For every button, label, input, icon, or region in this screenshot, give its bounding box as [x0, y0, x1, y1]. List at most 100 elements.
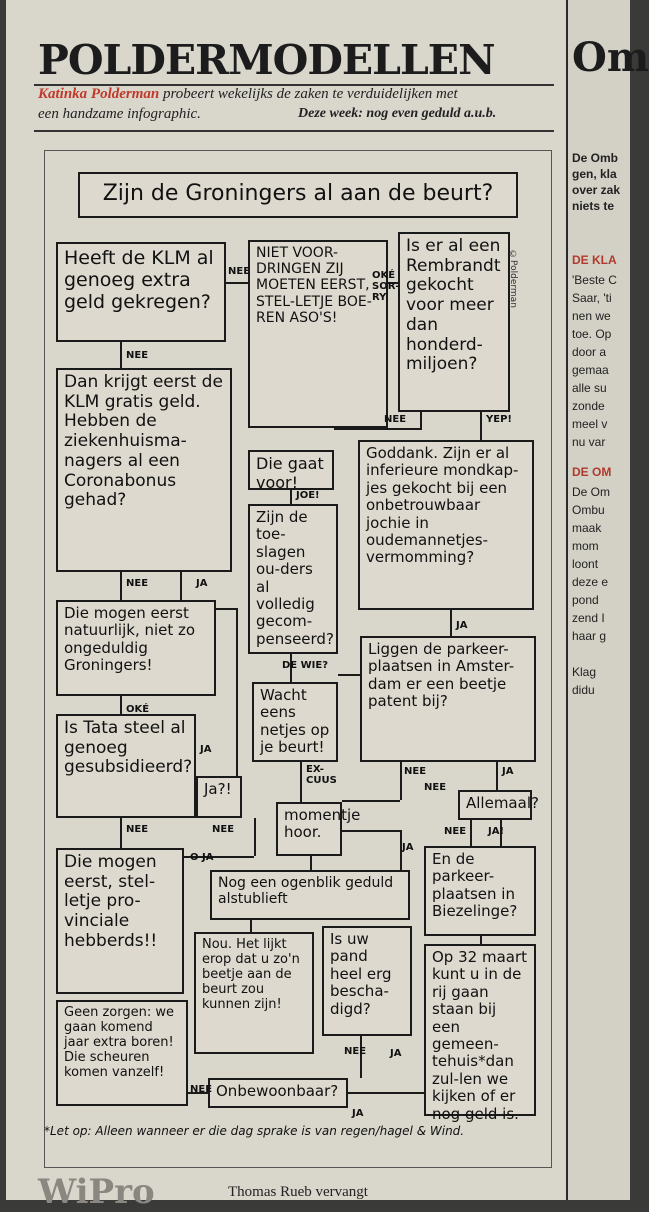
line-onbewoonbaar-nee: [188, 1092, 208, 1094]
label-ja-4: JA: [502, 766, 514, 777]
arrow-parkeer-ja: [496, 762, 498, 790]
line-ja-biezelinge: [400, 830, 402, 870]
arrow-klm-to-gratis: [120, 342, 122, 368]
flowchart-title: Zijn de Groningers al aan de beurt?: [78, 172, 518, 218]
label-nee-2: NEE: [126, 350, 149, 361]
footnote: *Let op: Alleen wanneer er die dag sprak…: [44, 1124, 465, 1138]
label-nee-1: NEE: [228, 266, 251, 277]
label-ja-6: JA: [390, 1048, 402, 1059]
label-ja-7: JA: [352, 1108, 364, 1119]
label-de-wie: DE WIE?: [282, 660, 328, 671]
line-to-diemogen: [216, 608, 236, 610]
label-ja-excl: JA!: [488, 826, 505, 837]
header-rule: [34, 84, 554, 86]
box-parkeer-amsterdam: Liggen de parkeer-plaatsen in Amster-dam…: [360, 636, 536, 762]
line-vertical-ja: [236, 608, 238, 776]
box-klm-money: Heeft de KLM al genoeg extra geld gekreg…: [56, 242, 226, 342]
box-geen-zorgen: Geen zorgen: we gaan komend jaar extra b…: [56, 1000, 188, 1106]
bottom-logo: WiPro: [38, 1172, 155, 1212]
label-nee-6: NEE: [424, 782, 447, 793]
label-o-ja: O JA: [190, 852, 214, 863]
tagline-text: probeert wekelijks de zaken te verduidel…: [163, 86, 458, 102]
arrow-klm-to-niet: [226, 282, 248, 284]
arrow-allemaal-nee: [470, 820, 472, 846]
arrow-allemaal-ja: [500, 820, 502, 846]
adjacent-text-line: mom: [572, 539, 599, 553]
adjacent-text-line: alle su: [572, 381, 607, 395]
box-toeslagen: Zijn de toe-slagen ou-ders al volledig g…: [248, 504, 338, 654]
artist-credit: ©Polderman: [508, 250, 518, 308]
label-nee-10: NEE: [344, 1046, 367, 1057]
box-wacht-eens: Wacht eens netjes op je beurt!: [252, 682, 338, 762]
label-nee-7: NEE: [126, 824, 149, 835]
label-nee-5: NEE: [404, 766, 427, 777]
adjacent-text-line: gemaa: [572, 363, 609, 377]
arrow-parkeer-nee: [400, 762, 402, 800]
label-nee-11: NEE: [190, 1084, 213, 1095]
column-tagline: Katinka Polderman probeert wekelijks de …: [38, 86, 458, 103]
arrow-momentje-ogenblik: [310, 856, 312, 870]
adjacent-text-line: Saar, 'ti: [572, 291, 612, 305]
box-die-mogen-eerst-2: Die mogen eerst, stel-letje pro-vinciale…: [56, 848, 184, 994]
label-ja-3: JA: [200, 744, 212, 755]
arrow-gratis-ja: [180, 572, 182, 600]
adjacent-text-line: De Om: [572, 485, 611, 499]
box-klm-gratis: Dan krijgt eerst de KLM gratis geld. Heb…: [56, 368, 232, 572]
adjacent-text-line: nen we: [572, 309, 611, 323]
label-ja-2: JA: [456, 620, 468, 631]
arrow-goddank-ja: [450, 610, 452, 636]
adjacent-section-1: DE KLA: [572, 253, 617, 267]
box-tata-steel: Is Tata steel al genoeg gesubsidieerd?: [56, 714, 196, 818]
adjacent-section-2: DE OM: [572, 465, 612, 479]
arrow-diegaat-joe: [290, 490, 292, 504]
label-ja-1: JA: [196, 578, 208, 589]
box-momentje: momentje hoor.: [276, 802, 360, 856]
adjacent-text-line: door a: [572, 345, 607, 359]
box-32-maart: Op 32 maart kunt u in de rij gaan staan …: [424, 944, 536, 1122]
arrow-diemogen-oke: [120, 696, 122, 714]
this-week-label: Deze week: nog even geduld a.u.b.: [298, 106, 497, 121]
box-pand: Is uw pand heel erg bescha-digd?: [322, 926, 412, 1036]
adjacent-text-line: Klag: [572, 665, 597, 679]
adjacent-text-line: 'Beste C: [572, 273, 617, 287]
bottom-article-teaser: Thomas Rueb vervangt: [228, 1184, 368, 1200]
arrow-biezelinge-32: [480, 936, 482, 944]
label-nee-3: NEE: [384, 414, 407, 425]
label-oke-sorry: OKÉ SOR-RY: [372, 270, 400, 303]
line-nee-to-diegaat: [334, 428, 422, 430]
adjacent-intro-4: niets te: [572, 199, 615, 213]
adjacent-intro-1: De Omb: [572, 151, 619, 165]
adjacent-text-line: zonde: [572, 399, 605, 413]
box-goddank: Goddank. Zijn er al inferieure mondkap-j…: [358, 440, 534, 610]
label-nee-8: NEE: [212, 824, 235, 835]
column-title: POLDERMODELLEN: [38, 36, 496, 84]
line-oja: [184, 856, 254, 858]
label-nee-4: NEE: [126, 578, 149, 589]
box-parkeer-biezelinge: En de parkeer-plaatsen in Biezelinge?: [424, 846, 536, 936]
line-onbewoonbaar-ja: [348, 1092, 424, 1094]
box-ja-question: Ja?!: [196, 776, 242, 818]
adjacent-text-line: maak: [572, 521, 602, 535]
adjacent-text-line: toe. Op: [572, 327, 612, 341]
box-nou-het-lijkt: Nou. Het lijkt erop dat u zo'n beetje aa…: [194, 932, 314, 1054]
box-niet-voordringen: NIET VOOR-DRINGEN ZIJ MOETEN EERST, STEL…: [248, 240, 388, 428]
label-excuus: EX-CUUS: [306, 764, 337, 786]
label-yep: YEP!: [486, 414, 512, 425]
arrow-ogenblik-nou: [250, 920, 252, 932]
box-die-mogen-eerst-1: Die mogen eerst natuurlijk, niet zo onge…: [56, 600, 216, 696]
box-allemaal: Allemaal?: [458, 790, 539, 820]
line-nee-momentje: [342, 800, 400, 802]
arrow-rembrandt-yep: [480, 412, 482, 440]
adjacent-column: [566, 0, 630, 1200]
arrow-tata-nee: [120, 818, 122, 848]
header-rule-bottom: [34, 130, 554, 132]
arrow-pand-nee: [360, 1036, 362, 1078]
adjacent-column-title: Om: [572, 34, 649, 81]
adjacent-text-line: meel v: [572, 417, 608, 431]
box-rembrandt: Is er al een Rembrandt gekocht voor meer…: [398, 232, 510, 412]
arrow-gratis-nee: [120, 572, 122, 600]
arrow-wacht-excuus: [300, 762, 302, 802]
adjacent-text-line: haar g: [572, 629, 607, 643]
line-momentje-biezelinge: [342, 830, 400, 832]
adjacent-text-line: didu: [572, 683, 595, 697]
